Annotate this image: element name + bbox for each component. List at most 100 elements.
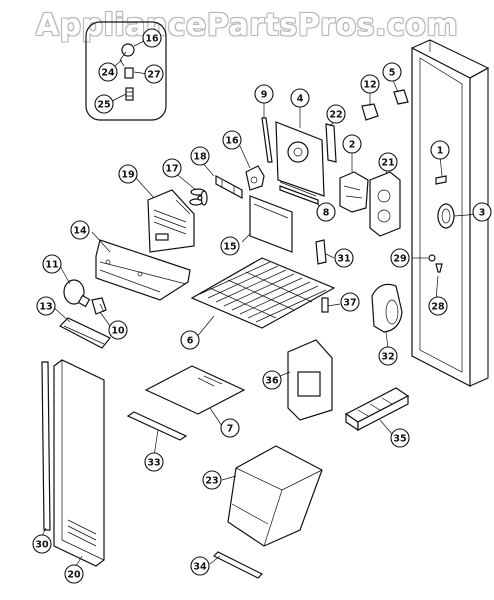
callout-33: 33	[144, 452, 164, 472]
part-3-grommet	[437, 203, 455, 229]
callout-20: 20	[64, 564, 84, 584]
callout-label-34: 34	[193, 562, 207, 573]
callout-label-4: 4	[297, 94, 304, 105]
callout-16a: 16	[142, 28, 162, 48]
callout-label-29: 29	[393, 254, 406, 265]
callout-2: 2	[342, 134, 362, 154]
callout-label-8: 8	[323, 208, 330, 219]
callout-label-36: 36	[265, 376, 279, 387]
callout-label-17: 17	[165, 164, 178, 175]
callout-label-16b: 16	[225, 136, 239, 147]
callout-label-5: 5	[389, 68, 396, 79]
part-23-bin	[227, 445, 323, 547]
part-29-fastener	[428, 254, 436, 262]
part-14-bracket	[95, 239, 191, 301]
part-12-clip	[361, 103, 379, 121]
part-20-divider-panel	[53, 359, 105, 567]
callout-label-10: 10	[111, 326, 125, 337]
callout-label-7: 7	[227, 424, 234, 435]
callout-15: 15	[220, 236, 240, 256]
callout-31: 31	[334, 248, 354, 268]
callout-label-31: 31	[337, 254, 350, 265]
part-6-wire-shelf	[190, 257, 336, 329]
callout-37: 37	[340, 292, 360, 312]
callout-11: 11	[42, 254, 62, 274]
callout-22: 22	[326, 104, 346, 124]
callout-5: 5	[382, 62, 402, 82]
callout-label-37: 37	[343, 298, 356, 309]
part-18-motor-bracket	[215, 174, 243, 200]
part-34-strip	[212, 551, 264, 579]
callout-35: 35	[390, 428, 410, 448]
inset-detail	[85, 21, 167, 121]
callout-label-32: 32	[381, 352, 394, 363]
part-30-side-strip	[41, 361, 51, 531]
callout-label-25: 25	[97, 100, 110, 111]
callout-16b: 16	[222, 130, 242, 150]
callout-30: 30	[32, 534, 52, 554]
callout-label-1: 1	[437, 146, 444, 157]
part-13-lamp-shield	[58, 317, 111, 349]
callout-10: 10	[108, 320, 128, 340]
callout-label-11: 11	[45, 260, 58, 271]
callout-label-6: 6	[187, 336, 194, 347]
part-2-receiver	[339, 171, 369, 213]
callout-label-13: 13	[39, 302, 52, 313]
callout-7: 7	[220, 418, 240, 438]
callout-label-12: 12	[363, 80, 376, 91]
callout-14: 14	[70, 220, 90, 240]
callout-label-18: 18	[193, 152, 207, 163]
part-11-lamp-bulb	[63, 279, 91, 308]
callout-32: 32	[378, 346, 398, 366]
callout-label-24: 24	[101, 68, 115, 79]
callout-label-35: 35	[393, 434, 406, 445]
callout-17: 17	[162, 158, 182, 178]
part-21-dispenser-housing	[369, 171, 401, 237]
callout-label-2: 2	[349, 140, 356, 151]
watermark: AppliancePartsPros.com	[35, 8, 459, 43]
callout-6: 6	[180, 330, 200, 350]
callout-3: 3	[472, 202, 492, 222]
part-35-tray	[344, 387, 410, 432]
callout-label-9: 9	[261, 90, 268, 101]
part-32-dome	[371, 283, 403, 333]
callout-36: 36	[262, 370, 282, 390]
part-5-clip	[393, 89, 409, 105]
callout-label-16a: 16	[145, 34, 159, 45]
part-1-screw	[435, 175, 447, 185]
callout-label-15: 15	[223, 242, 236, 253]
callout-18: 18	[190, 146, 210, 166]
part-36-chute-panel	[287, 339, 333, 421]
callout-9: 9	[254, 84, 274, 104]
callout-label-33: 33	[147, 458, 160, 469]
callout-label-23: 23	[205, 476, 218, 487]
part-28-screw	[435, 263, 443, 273]
callout-19: 19	[118, 164, 138, 184]
callout-27: 27	[144, 64, 164, 84]
callout-23: 23	[202, 470, 222, 490]
part-10-lamp-socket	[91, 297, 107, 315]
part-19-control-housing	[147, 189, 195, 253]
callout-label-20: 20	[67, 570, 81, 581]
part-33-trim	[126, 411, 188, 441]
part-31-bracket	[315, 239, 327, 265]
callout-25: 25	[94, 94, 114, 114]
callout-13: 13	[36, 296, 56, 316]
callout-4: 4	[290, 88, 310, 108]
part-7-glass-shelf	[144, 365, 246, 415]
callout-label-14: 14	[73, 226, 87, 237]
callout-label-27: 27	[147, 70, 160, 81]
callout-8: 8	[316, 202, 336, 222]
callout-label-21: 21	[381, 158, 394, 169]
callout-28: 28	[428, 296, 448, 316]
part-37-peg	[321, 297, 329, 313]
part-9-rod	[261, 117, 273, 163]
callout-label-3: 3	[479, 208, 486, 219]
part-16-housing	[245, 165, 265, 191]
part-15-panel	[249, 195, 293, 253]
callout-label-28: 28	[431, 302, 445, 313]
callout-label-30: 30	[35, 540, 49, 551]
callout-24: 24	[98, 62, 118, 82]
